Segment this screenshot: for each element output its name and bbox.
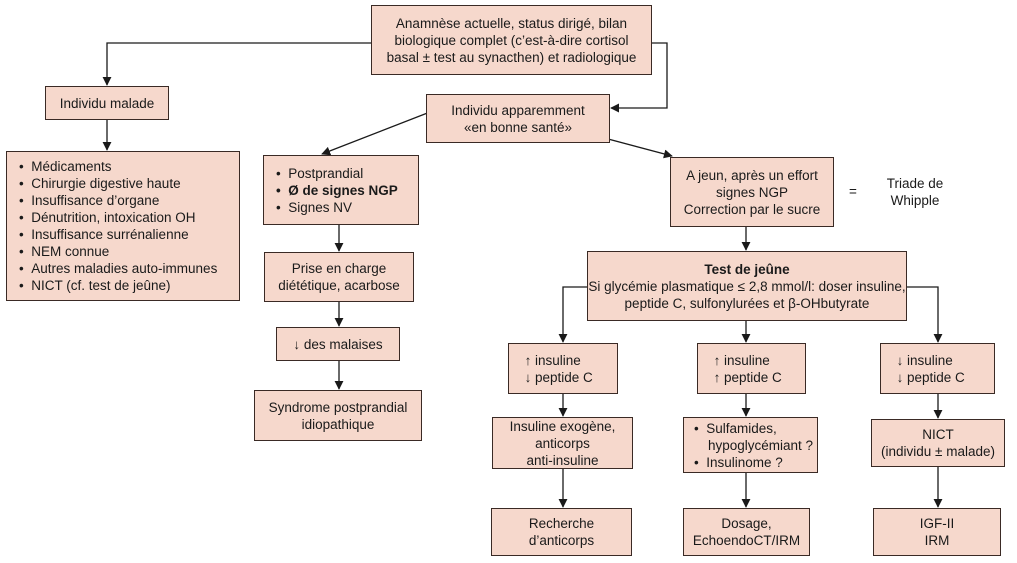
insuline-down-peptide-down-box: ↓insuline ↓peptide C bbox=[880, 343, 995, 394]
insuline-exogene-box: Insuline exogène, anticorps anti-insulin… bbox=[492, 417, 633, 469]
triade-whipple-label: Triade de Whipple bbox=[872, 175, 958, 209]
syndrome-line-1: Syndrome postprandial bbox=[268, 399, 408, 415]
c2-item: Sulfamides, bbox=[694, 420, 777, 437]
test-line-2: Si glycémie plasmatique ≤ 2,8 mmol/l: do… bbox=[588, 278, 906, 294]
b2-line-2: ↑peptide C bbox=[710, 369, 782, 386]
c2-item-continued: hypoglycémiant ? bbox=[708, 437, 814, 453]
prise-line-1: Prise en charge bbox=[291, 261, 387, 276]
b1-line-2: ↓peptide C bbox=[521, 369, 593, 386]
postprandial-item: Postprandial bbox=[276, 165, 363, 182]
arrow-down-icon: ↓ bbox=[896, 369, 904, 385]
syndrome-box: Syndrome postprandial idiopathique bbox=[254, 390, 422, 441]
anamnese-line-3: basal ± test au synacthen) et radiologiq… bbox=[386, 49, 637, 65]
connector-top-to-malade bbox=[102, 42, 371, 86]
b1-text-1: insuline bbox=[535, 352, 581, 368]
a-jeun-line-1: A jeun, après un effort bbox=[686, 167, 818, 183]
syndrome-line-2: idiopathique bbox=[301, 416, 375, 432]
prise-en-charge-box: Prise en charge diététique, acarbose bbox=[264, 252, 414, 302]
dosage-box: Dosage, EchoendoCT/IRM bbox=[683, 508, 810, 556]
d3-line-2: IRM bbox=[924, 533, 950, 548]
cause-item: Autres maladies auto-immunes bbox=[19, 260, 217, 277]
bonne-sante-line-2: «en bonne santé» bbox=[463, 119, 573, 135]
b1-line-1: ↑insuline bbox=[521, 352, 581, 369]
cause-item: Chirurgie digestive haute bbox=[19, 175, 180, 192]
d3-line-1: IGF-II bbox=[919, 516, 955, 531]
arrow-down-icon: ↓ bbox=[524, 369, 532, 385]
b2-text-2: peptide C bbox=[724, 369, 782, 385]
triade-line-2: Whipple bbox=[890, 193, 940, 208]
d1-line-1: Recherche bbox=[528, 516, 595, 531]
bonne-sante-box: Individu apparemment «en bonne santé» bbox=[426, 94, 610, 143]
triade-line-1: Triade de bbox=[886, 176, 944, 191]
recherche-anticorps-box: Recherche d’anticorps bbox=[491, 508, 632, 556]
c1-line-1: Insuline exogène, bbox=[509, 418, 616, 434]
cause-item: Insuffisance surrénalienne bbox=[19, 226, 188, 243]
malaises-text: des malaises bbox=[303, 336, 383, 352]
c3-line-1: NICT bbox=[922, 427, 954, 442]
postprandial-item: Signes NV bbox=[276, 199, 352, 216]
d2-line-2: EchoendoCT/IRM bbox=[692, 533, 801, 548]
c3-line-2: (individu ± malade) bbox=[881, 444, 995, 459]
test-line-3: peptide C, sulfonylurées et β-OHbutyrate bbox=[624, 295, 870, 311]
prise-line-2: diététique, acarbose bbox=[278, 278, 400, 293]
d1-line-2: d’anticorps bbox=[528, 533, 595, 548]
c1-line-3: anti-insuline bbox=[526, 452, 599, 468]
d2-line-1: Dosage, bbox=[721, 516, 772, 531]
bonne-sante-line-1: Individu apparemment bbox=[451, 102, 585, 118]
c1-line-2: anticorps bbox=[535, 435, 590, 451]
insuline-up-peptide-up-box: ↑insuline ↑peptide C bbox=[697, 343, 806, 394]
arrow-down-icon: ↓ bbox=[896, 352, 904, 368]
connector-sante-to-postprandial bbox=[321, 111, 431, 156]
connector-top-to-sante bbox=[610, 42, 668, 113]
anamnese-line-1: Anamnèse actuelle, status dirigé, bilan bbox=[395, 15, 628, 31]
b3-text-2: peptide C bbox=[907, 369, 965, 385]
arrow-down-icon: ↓ bbox=[293, 336, 301, 352]
connector-test-to-b3 bbox=[907, 286, 943, 343]
a-jeun-line-3: Correction par le sucre bbox=[683, 201, 821, 217]
b1-text-2: peptide C bbox=[535, 369, 593, 385]
b3-line-2: ↓peptide C bbox=[893, 369, 965, 386]
test-de-jeune-box: Test de jeûne Si glycémie plasmatique ≤ … bbox=[587, 251, 907, 321]
b2-line-1: ↑insuline bbox=[710, 352, 770, 369]
test-title: Test de jeûne bbox=[704, 261, 790, 277]
cause-item: Insuffisance d’organe bbox=[19, 192, 159, 209]
malaises-label: ↓ des malaises bbox=[293, 336, 382, 353]
sulfamides-box: Sulfamides, hypoglycémiant ? Insulinome … bbox=[683, 417, 818, 473]
igf-irm-box: IGF-II IRM bbox=[873, 508, 1001, 556]
malade-causes-box: Médicaments Chirurgie digestive haute In… bbox=[6, 151, 240, 301]
postprandial-item: Ø de signes NGP bbox=[276, 182, 398, 199]
cause-item: Dénutrition, intoxication OH bbox=[19, 209, 195, 226]
anamnese-line-2: biologique complet (c’est-à-dire cortiso… bbox=[394, 32, 629, 48]
arrow-up-icon: ↑ bbox=[524, 352, 532, 368]
a-jeun-line-2: signes NGP bbox=[715, 184, 789, 200]
individu-malade-label: Individu malade bbox=[59, 95, 155, 111]
cause-item: NICT (cf. test de jeûne) bbox=[19, 277, 170, 294]
individu-malade-box: Individu malade bbox=[45, 86, 169, 120]
nict-box: NICT (individu ± malade) bbox=[871, 419, 1005, 467]
triade-equals: = bbox=[849, 184, 857, 199]
postprandial-box: Postprandial Ø de signes NGP Signes NV bbox=[263, 155, 419, 225]
a-jeun-box: A jeun, après un effort signes NGP Corre… bbox=[670, 157, 834, 227]
b3-line-1: ↓insuline bbox=[893, 352, 953, 369]
arrow-up-icon: ↑ bbox=[713, 352, 721, 368]
arrow-up-icon: ↑ bbox=[713, 369, 721, 385]
anamnese-box: Anamnèse actuelle, status dirigé, bilan … bbox=[371, 5, 652, 75]
connector-test-to-b1 bbox=[558, 286, 587, 343]
c2-item: Insulinome ? bbox=[694, 454, 783, 471]
malaises-box: ↓ des malaises bbox=[276, 327, 400, 361]
b3-text-1: insuline bbox=[907, 352, 953, 368]
cause-item: Médicaments bbox=[19, 158, 111, 175]
insuline-up-peptide-down-box: ↑insuline ↓peptide C bbox=[508, 343, 618, 394]
b2-text-1: insuline bbox=[724, 352, 770, 368]
cause-item: NEM connue bbox=[19, 243, 109, 260]
